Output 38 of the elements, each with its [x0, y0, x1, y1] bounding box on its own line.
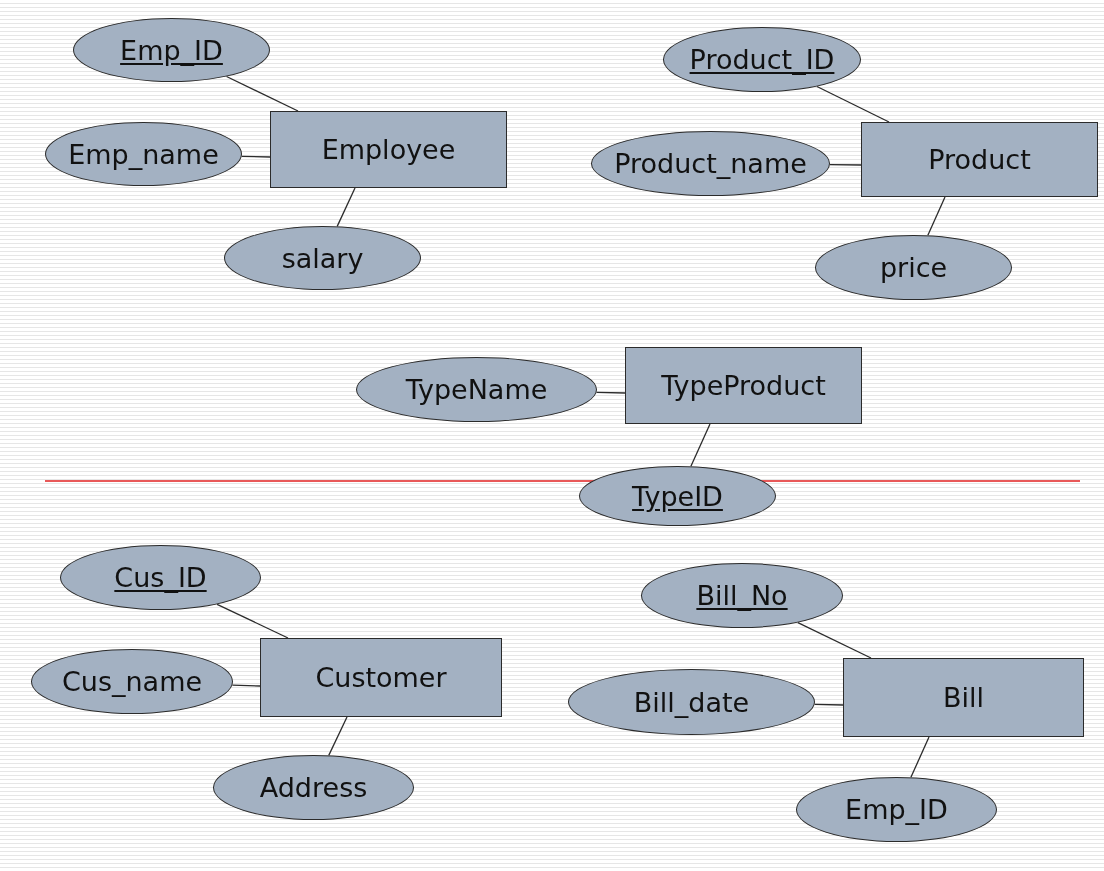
entity-box: [270, 111, 507, 188]
entity-name: Product: [928, 144, 1031, 175]
entity-name: Employee: [321, 134, 456, 165]
attribute-name: Cus_name: [61, 666, 203, 697]
connector-line: [690, 423, 711, 467]
entity-box: [260, 638, 502, 717]
attribute-name: TypeID: [632, 480, 723, 512]
connector-line: [336, 187, 356, 227]
entity-name: Bill: [943, 682, 984, 713]
attribute-name: price: [879, 252, 948, 283]
entity-name: TypeProduct: [661, 370, 826, 401]
attribute-name: Product_name: [614, 148, 807, 179]
connector-line: [927, 196, 946, 236]
connector-line: [328, 716, 348, 757]
connector-line: [225, 75, 299, 112]
entity-box: [625, 347, 862, 424]
connector-line: [814, 703, 844, 706]
attribute-name: Emp_ID: [120, 34, 223, 66]
connector-line: [216, 603, 289, 639]
attribute-name: Bill_No: [696, 580, 788, 611]
entity-box: [843, 658, 1084, 737]
attribute-name: Emp_ID: [845, 794, 948, 825]
attribute-name: salary: [281, 242, 364, 274]
attribute-name: Emp_name: [68, 138, 219, 170]
connector-line: [829, 164, 862, 166]
attribute-name: Address: [259, 772, 368, 803]
attribute-name: TypeName: [405, 374, 548, 405]
entity-name: Customer: [315, 662, 447, 693]
connector-line: [595, 391, 626, 394]
connector-line: [231, 684, 261, 687]
connector-line: [797, 621, 872, 659]
connector-line: [241, 155, 271, 158]
connector-line: [910, 736, 930, 778]
attribute-name: Bill_date: [633, 686, 750, 718]
connector-line: [816, 85, 890, 123]
attribute-name: Cus_ID: [114, 562, 207, 593]
attribute-name: Product_ID: [689, 44, 835, 75]
entity-box: [861, 122, 1098, 197]
